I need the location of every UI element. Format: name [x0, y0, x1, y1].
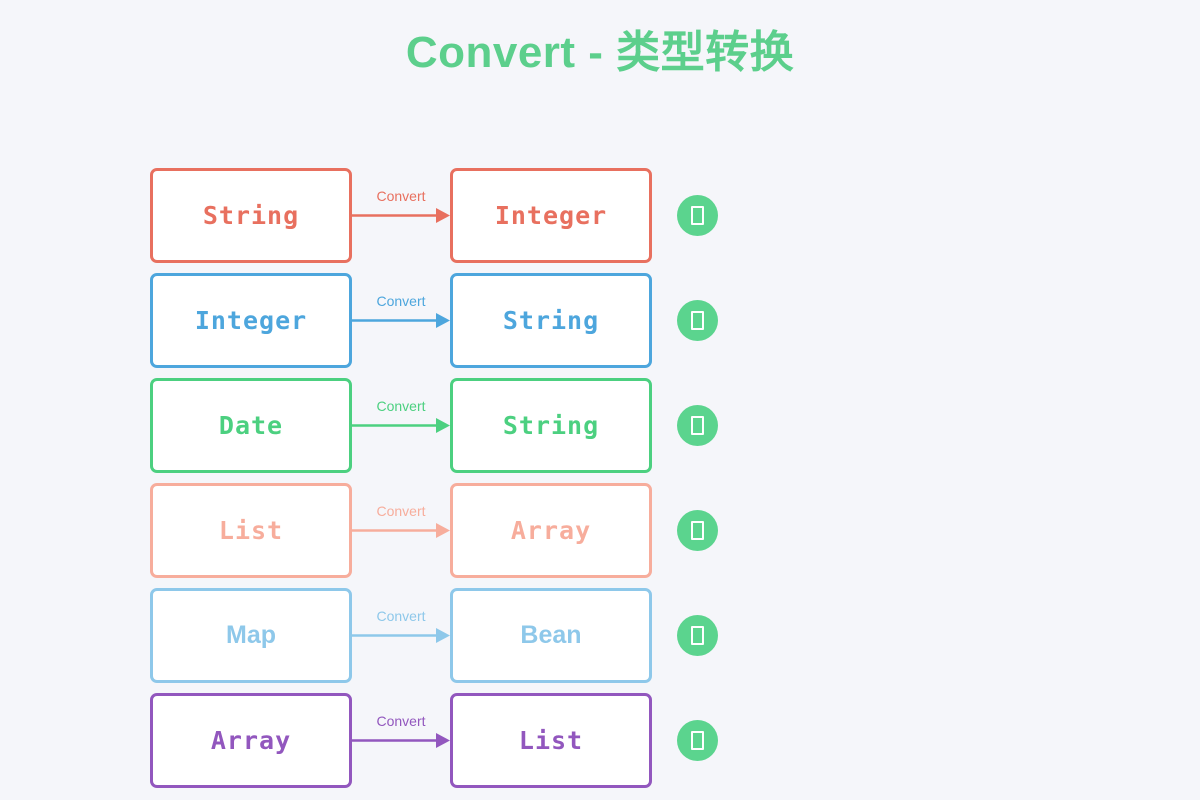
missing-glyph-icon: [691, 206, 704, 225]
status-badge[interactable]: [677, 720, 718, 761]
target-type-label: Bean: [520, 621, 582, 649]
target-type-box[interactable]: Integer: [450, 168, 652, 263]
convert-arrow-label: Convert: [376, 293, 426, 309]
target-type-box[interactable]: Bean: [450, 588, 652, 683]
missing-glyph-icon: [691, 626, 704, 645]
target-type-box[interactable]: String: [450, 273, 652, 368]
target-type-label: List: [518, 726, 584, 755]
missing-glyph-icon: [691, 311, 704, 330]
convert-arrow-label: Convert: [376, 608, 426, 624]
source-type-box[interactable]: String: [150, 168, 352, 263]
page-title: Convert - 类型转换: [405, 28, 795, 77]
source-type-label: String: [202, 201, 300, 230]
source-type-label: Map: [226, 621, 276, 649]
status-badge[interactable]: [677, 510, 718, 551]
source-type-box[interactable]: Array: [150, 693, 352, 788]
status-badge[interactable]: [677, 300, 718, 341]
target-type-box[interactable]: String: [450, 378, 652, 473]
source-type-label: Array: [210, 726, 292, 755]
missing-glyph-icon: [691, 521, 704, 540]
convert-arrow-label: Convert: [376, 713, 426, 729]
convert-arrow-label: Convert: [376, 503, 426, 519]
convert-arrow: Convert: [352, 168, 450, 263]
status-badge[interactable]: [677, 195, 718, 236]
convert-arrow: Convert: [352, 273, 450, 368]
target-type-box[interactable]: Array: [450, 483, 652, 578]
source-type-box[interactable]: Date: [150, 378, 352, 473]
source-type-box[interactable]: List: [150, 483, 352, 578]
convert-arrow: Convert: [352, 588, 450, 683]
convert-arrow-label: Convert: [376, 398, 426, 414]
target-type-box[interactable]: List: [450, 693, 652, 788]
status-badge[interactable]: [677, 615, 718, 656]
convert-arrow: Convert: [352, 483, 450, 578]
convert-arrow-label: Convert: [376, 188, 426, 204]
target-type-label: String: [502, 306, 600, 335]
source-type-label: Integer: [194, 306, 308, 335]
source-type-box[interactable]: Map: [150, 588, 352, 683]
convert-arrow: Convert: [352, 693, 450, 788]
missing-glyph-icon: [691, 416, 704, 435]
target-type-label: Array: [510, 516, 592, 545]
source-type-label: List: [218, 516, 284, 545]
status-badge[interactable]: [677, 405, 718, 446]
convert-arrow: Convert: [352, 378, 450, 473]
source-type-box[interactable]: Integer: [150, 273, 352, 368]
target-type-label: Integer: [494, 201, 608, 230]
missing-glyph-icon: [691, 731, 704, 750]
target-type-label: String: [502, 411, 600, 440]
source-type-label: Date: [218, 411, 284, 440]
